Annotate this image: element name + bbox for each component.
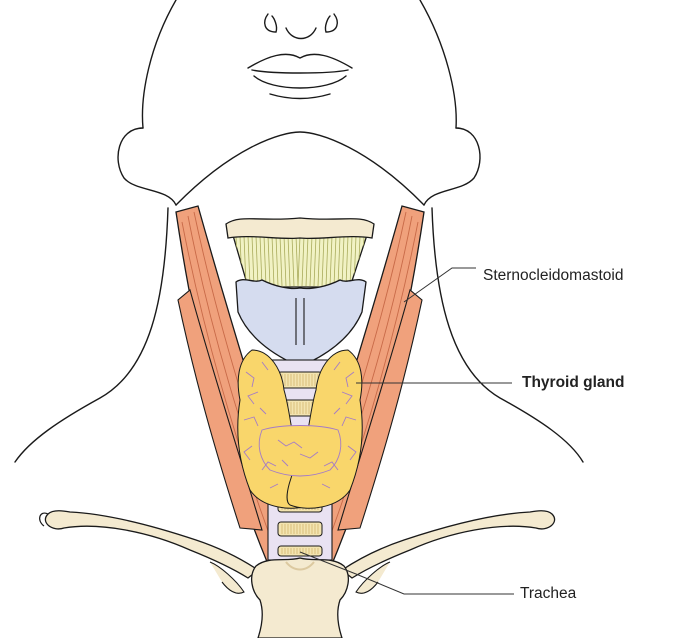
- hyoid-bone: [226, 218, 374, 238]
- mouth-line: [252, 70, 348, 73]
- left-nostril: [265, 14, 277, 32]
- head-left-contour: [142, 0, 176, 128]
- left-clavicle: [45, 511, 258, 578]
- thyroid-gland-label: Thyroid gland: [522, 374, 624, 392]
- upper-lip: [248, 54, 352, 68]
- neck-right-side: [432, 208, 583, 462]
- thyroid-isthmus: [259, 426, 341, 477]
- chin-crease: [270, 94, 330, 99]
- right-clavicle: [342, 511, 555, 578]
- nose-base: [286, 28, 316, 39]
- right-ear: [424, 128, 480, 205]
- head-right-contour: [420, 0, 456, 128]
- sternocleidomastoid-label: Sternocleidomastoid: [483, 267, 623, 285]
- right-nostril: [325, 14, 337, 32]
- left-ear: [118, 128, 176, 205]
- neck-left-side: [15, 208, 168, 462]
- lower-lip: [254, 76, 346, 88]
- jaw-line: [176, 132, 424, 205]
- face-features: [248, 14, 352, 99]
- thyrohyoid-membrane: [232, 232, 368, 287]
- trachea-label: Trachea: [520, 585, 576, 603]
